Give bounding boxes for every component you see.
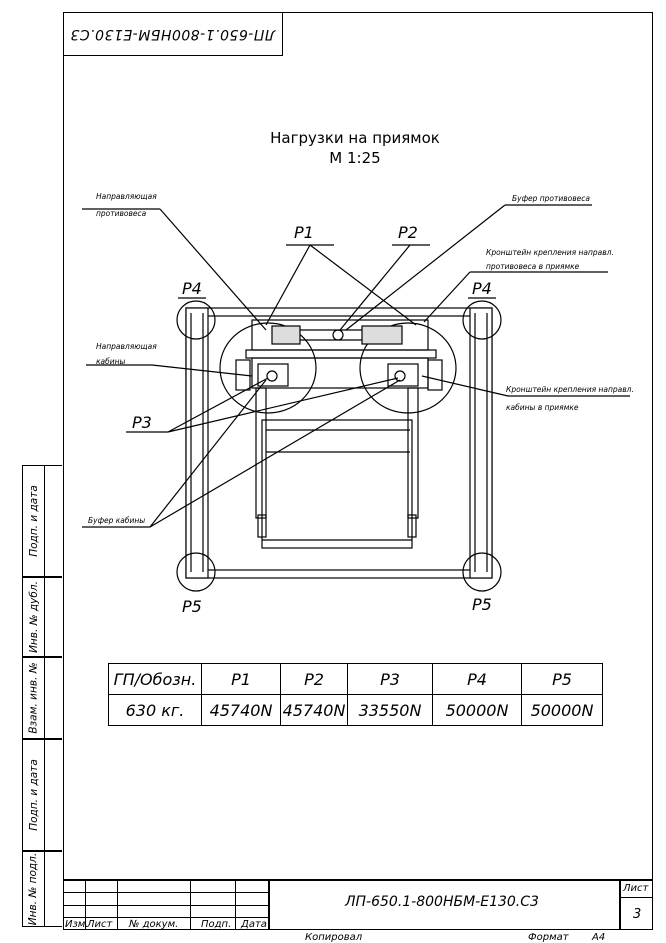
loads-header-cell: P5 [521,663,603,695]
loads-table: ГП/Обозн. P1 P2 P3 P4 P5 630 кг. 45740N … [108,663,603,726]
tb-sheet-number: 3 [633,907,642,922]
car-guide-left-ellipse [219,322,317,414]
loads-header-row: ГП/Обозн. P1 P2 P3 P4 P5 [108,663,603,695]
strip-cell: Подп. и дата [22,739,62,851]
shaft-frame-inner [193,315,485,571]
footer-format-value: А4 [592,932,606,943]
strip-label: Взам. инв. № [27,662,40,734]
cw-buffer-point [332,329,344,341]
strip-label: Инв. № дубл. [27,581,40,653]
shaft-frame-outer [185,307,493,579]
label-p1: P1 [294,223,314,242]
p5-left-circle [176,552,216,592]
label-bracket-car-2: кабины в приямке [506,403,579,412]
tb-header-izm: Изм. [65,919,89,930]
loads-header-cell: P2 [280,663,348,695]
loads-header-cell: P1 [201,663,281,695]
loads-value-row: 630 кг. 45740N 45740N 33550N 50000N 5000… [108,694,603,726]
label-p5-right: P5 [472,595,492,614]
tb-header-doc: № докум. [129,919,179,930]
label-p3: P3 [132,413,152,432]
strip-cell: Подп. и дата [22,465,62,577]
label-bracket-cw-2: противовеса в приямке [486,262,580,271]
footer-copied: Копировал [305,932,363,943]
loads-value-cell: 45740N [201,694,281,726]
loads-value-cell: 45740N [280,694,348,726]
label-guide-cw-1: Направляющая [96,192,157,201]
left-post [185,307,209,579]
label-bracket-cw-1: Кронштейн крепления направл. [486,248,614,257]
p4-right-circle [462,300,502,340]
label-p4-left: P4 [182,279,202,298]
loads-value-cell: 630 кг. [108,694,202,726]
label-bracket-car-1: Кронштейн крепления направл. [506,385,634,394]
strip-label: Подп. и дата [27,485,40,557]
right-post [469,307,493,579]
tb-header-list: Лист [87,919,113,930]
tb-sheet-label: Лист [623,883,649,894]
tb-header-date: Дата [241,919,267,930]
loads-header-cell: P4 [432,663,522,695]
title-block: Изм. Лист № докум. Подп. Дата ЛП-650.1-8… [63,879,653,930]
loads-value-cell: 33550N [347,694,433,726]
tb-designation: ЛП-650.1-800НБМ-Е130.С3 [345,894,539,910]
side-strip: Подп. и дата Инв. № дубл. Взам. инв. № П… [22,465,62,927]
label-buffer-car: Буфер кабины [88,516,145,525]
loads-header-cell: P3 [347,663,433,695]
strip-cell: Взам. инв. № [22,657,62,739]
label-guide-car-2: кабины [96,357,126,366]
loads-value-cell: 50000N [521,694,603,726]
footer-format-label: Формат [528,932,569,943]
label-guide-car-1: Направляющая [96,342,157,351]
label-p2: P2 [398,223,418,242]
p4-left-circle [176,300,216,340]
strip-label: Подп. и дата [27,759,40,831]
tb-header-sign: Подп. [201,919,232,930]
car-body [261,419,413,549]
label-p4-right: P4 [472,279,492,298]
drawing-frame [63,12,653,930]
loads-value-cell: 50000N [432,694,522,726]
strip-label: Инв. № подл. [27,852,40,926]
drawing-title: Нагрузки на приямок М 1:25 [230,128,480,168]
car-frame [251,357,429,389]
loads-header-cell: ГП/Обозн. [108,663,202,695]
label-p5-left: P5 [182,597,202,616]
label-buffer-cw: Буфер противовеса [512,194,590,203]
top-stamp: ЛП-650.1-800НБМ-Е130.С3 [63,12,283,56]
p5-right-circle [462,552,502,592]
label-guide-cw-2: противовеса [96,209,147,218]
title-line1: Нагрузки на приямок [270,129,440,147]
strip-cell: Инв. № дубл. [22,577,62,657]
strip-cell: Инв. № подл. [22,851,62,927]
title-scale: М 1:25 [329,149,381,167]
